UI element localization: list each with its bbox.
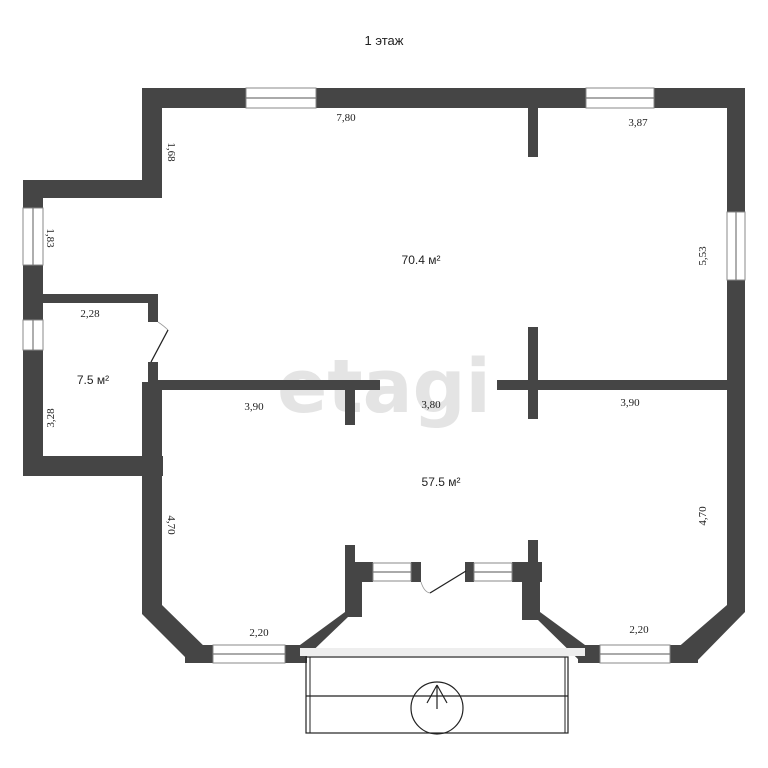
entrance-arrow-icon (410, 681, 464, 735)
room-area-hall: 57.5 м² (422, 475, 461, 489)
wall-stub-top (528, 105, 538, 157)
dim-bottom-left-window: 2,20 (249, 627, 269, 639)
wall-bay-left-cap (345, 562, 373, 582)
door-small-room (150, 329, 169, 363)
wall-mid-left (158, 380, 380, 390)
dim-small-room-left: 3,28 (45, 408, 57, 428)
dim-top-right-wall: 3,87 (628, 117, 648, 129)
wall-bottom-left-a (185, 645, 213, 663)
dim-top-left-wall: 7,80 (336, 112, 356, 124)
wall-mid-right (497, 380, 729, 390)
room-area-living: 70.4 м² (402, 253, 441, 267)
wall-bay-right-stub (528, 540, 538, 580)
dim-left-window: 1,83 (44, 228, 56, 248)
dim-bottom-right-window: 2,20 (629, 624, 649, 636)
wall-door-right-jamb (465, 562, 474, 582)
dim-lower-right: 4,70 (697, 506, 709, 526)
doors (150, 321, 467, 594)
porch-steps (305, 656, 569, 734)
wall-door-left-jamb (411, 562, 421, 582)
dim-lower-left: 4,70 (165, 515, 177, 535)
wall-top (142, 88, 745, 108)
wall-cross-right (528, 327, 538, 419)
dim-left-upper-short: 1,68 (165, 142, 177, 162)
wall-small-room-right-lower (148, 362, 158, 384)
wall-left-upper (142, 88, 162, 198)
wall-small-room-right-upper (148, 294, 158, 322)
room-area-small: 7.5 м² (77, 373, 109, 387)
windows (22, 87, 746, 664)
door-entrance (429, 570, 467, 594)
wall-small-room-top (23, 294, 158, 303)
wall-small-room-bottom (23, 456, 163, 476)
dim-mid-center: 3,80 (421, 399, 441, 411)
door-arc-entrance (420, 581, 431, 594)
dim-mid-left: 3,90 (244, 401, 264, 413)
floor-title: 1 этаж (364, 33, 404, 48)
dim-small-room-top: 2,28 (80, 308, 100, 320)
dim-mid-right: 3,90 (620, 397, 640, 409)
dim-right-upper: 5,53 (697, 246, 709, 266)
porch (300, 648, 585, 735)
wall-notch (23, 180, 162, 198)
wall-right (727, 88, 745, 598)
wall-lower-left (142, 382, 162, 612)
wall-stub-left (345, 380, 355, 425)
door-arc-small-room (157, 321, 169, 331)
